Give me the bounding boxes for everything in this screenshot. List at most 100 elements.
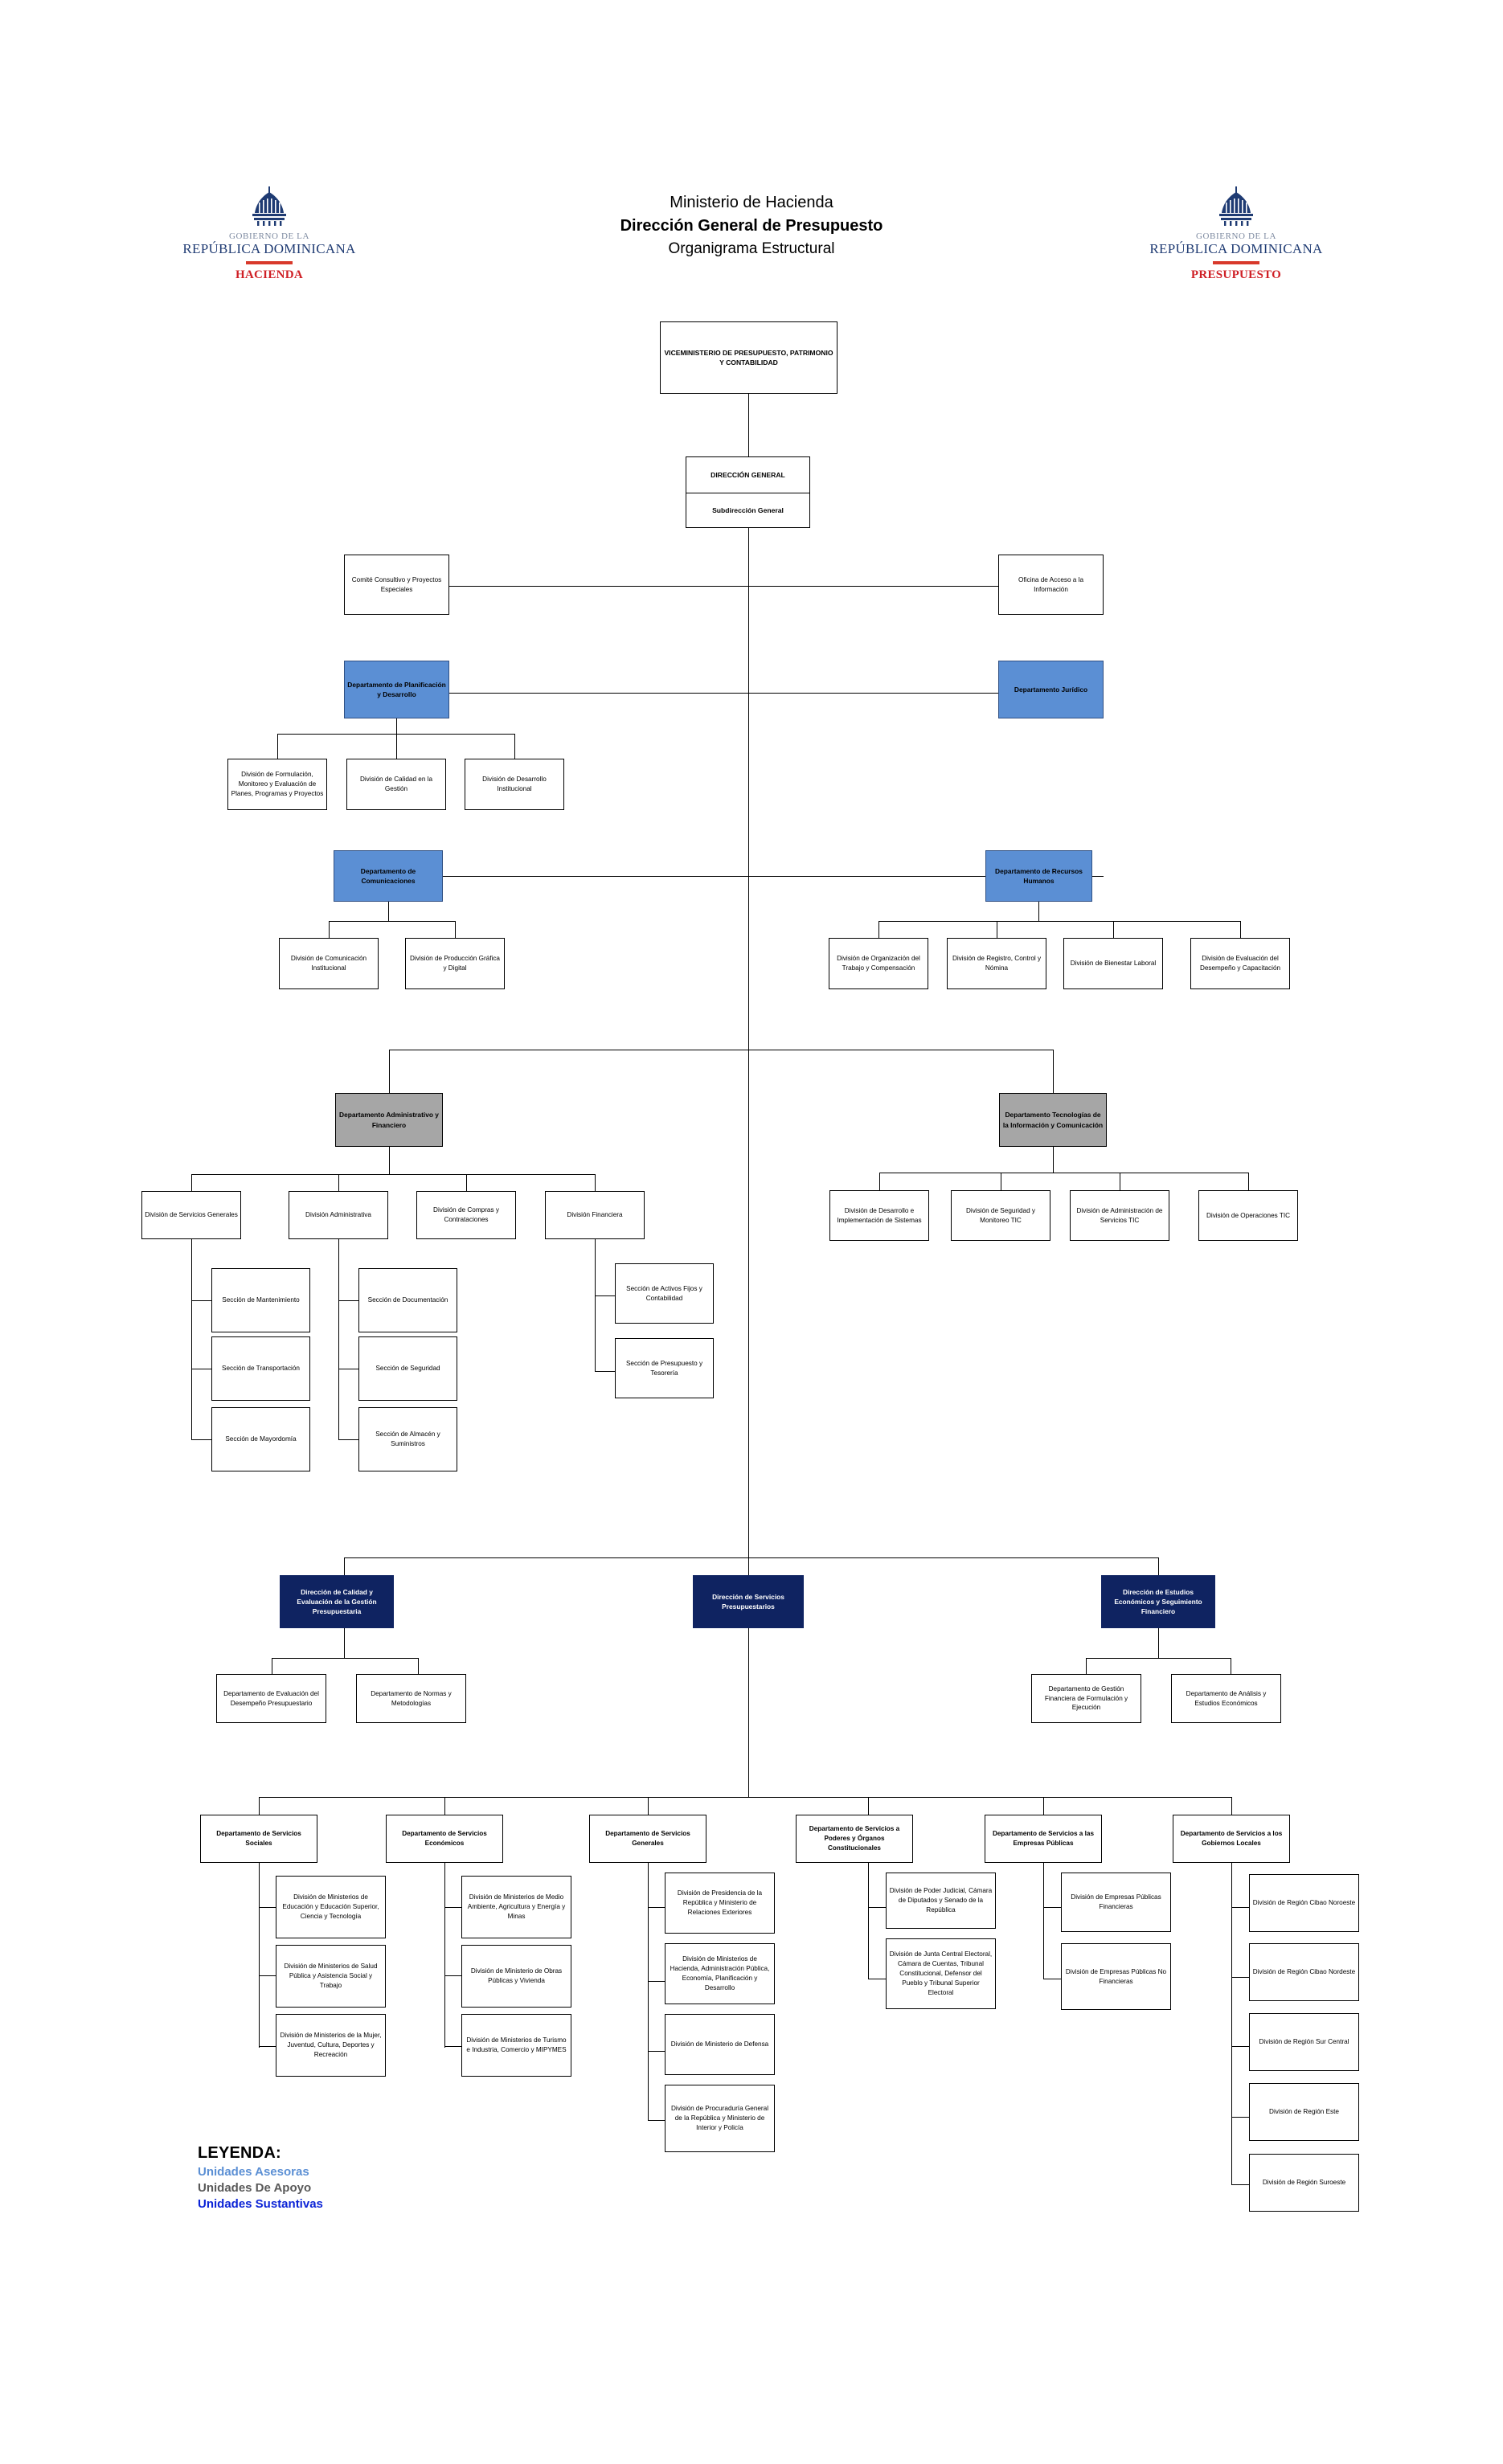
node-viceministerio[interactable]: VICEMINISTERIO DE PRESUPUESTO, PATRIMONI… [660,321,838,394]
node-departamento-normas-metodologias[interactable]: Departamento de Normas y Metodologías [356,1674,466,1723]
node-division-financiera[interactable]: División Financiera [545,1191,645,1239]
node-division-region-cibao-nordeste[interactable]: División de Región Cibao Nordeste [1249,1943,1359,2001]
node-division-registro-control[interactable]: División de Registro, Control y Nómina [947,938,1046,989]
node-label: División de Comunicación Institucional [290,955,367,972]
node-departamento-comunicaciones[interactable]: Departamento de Comunicaciones [334,850,443,902]
node-departamento-gestion-financiera[interactable]: Departamento de Gestión Financiera de Fo… [1031,1674,1141,1723]
connector [259,1907,276,1909]
node-departamento-analisis-estudios[interactable]: Departamento de Análisis y Estudios Econ… [1171,1674,1281,1723]
node-label: División de Región Sur Central [1259,2038,1349,2046]
node-direccion-calidad[interactable]: Dirección de Calidad y Evaluación de la … [280,1575,394,1628]
connector [868,1797,870,1815]
connector [1240,921,1242,938]
node-division-calidad-gestion[interactable]: División de Calidad en la Gestión [346,759,446,810]
node-division-region-suroeste[interactable]: División de Región Suroeste [1249,2154,1359,2212]
node-departamento-servicios-poderes[interactable]: Departamento de Servicios a Poderes y Ór… [796,1815,913,1863]
node-label: División de Ministerios de Educación y E… [282,1893,379,1920]
node-departamento-servicios-gobiernos[interactable]: Departamento de Servicios a los Gobierno… [1173,1815,1290,1863]
logo-hacienda: GOBIERNO DE LA REPÚBLICA DOMINICANA HACI… [173,186,366,282]
node-subdireccion-general[interactable]: Subdirección General [686,493,810,528]
node-division-region-cibao-noroeste[interactable]: División de Región Cibao Noroeste [1249,1874,1359,1932]
node-division-junta-central-electoral[interactable]: División de Junta Central Electoral, Cám… [886,1938,996,2009]
node-division-comunicacion-institucional[interactable]: División de Comunicación Institucional [279,938,379,989]
node-division-bienestar-laboral[interactable]: División de Bienestar Laboral [1063,938,1163,989]
node-comite-consultivo[interactable]: Comité Consultivo y Proyectos Especiales [344,555,449,615]
node-seccion-documentacion[interactable]: Sección de Documentación [358,1268,457,1332]
node-direccion-estudios-economicos[interactable]: Dirección de Estudios Económicos y Segui… [1101,1575,1215,1628]
node-division-operaciones-tic[interactable]: División de Operaciones TIC [1198,1190,1298,1241]
node-label: División de Bienestar Laboral [1070,960,1157,968]
node-division-ministerios-medio-ambiente[interactable]: División de Ministerios de Medio Ambient… [461,1876,571,1938]
node-label: Departamento de Servicios Sociales [216,1830,301,1847]
connector [878,921,1240,923]
connector [259,1797,1231,1799]
node-departamento-juridico[interactable]: Departamento Jurídico [998,661,1104,718]
node-seccion-presupuesto-tesoreria[interactable]: Sección de Presupuesto y Tesorería [615,1338,714,1398]
node-division-empresas-publicas-no-financieras[interactable]: División de Empresas Públicas No Financi… [1061,1943,1171,2010]
node-division-admin-servicios-tic[interactable]: División de Administración de Servicios … [1070,1190,1169,1241]
node-departamento-recursos-humanos[interactable]: Departamento de Recursos Humanos [985,850,1092,902]
logo-gobierno-label: GOBIERNO DE LA [228,231,310,241]
connector [444,1863,446,2048]
node-seccion-transportacion[interactable]: Sección de Transportación [211,1336,310,1401]
node-division-presidencia[interactable]: División de Presidencia de la República … [665,1873,775,1934]
node-seccion-mantenimiento[interactable]: Sección de Mantenimiento [211,1268,310,1332]
node-division-region-este[interactable]: División de Región Este [1249,2083,1359,2141]
connector [1086,1658,1087,1674]
node-departamento-servicios-generales[interactable]: Departamento de Servicios Generales [589,1815,706,1863]
node-seccion-almacen[interactable]: Sección de Almacén y Suministros [358,1407,457,1471]
node-departamento-administrativo-financiero[interactable]: Departamento Administrativo y Financiero [335,1093,443,1147]
node-division-ministerio-obras-publicas[interactable]: División de Ministerio de Obras Públicas… [461,1945,571,2008]
logo-gobierno-label: GOBIERNO DE LA [1195,231,1277,241]
node-seccion-mayordomia[interactable]: Sección de Mayordomía [211,1407,310,1471]
node-division-formulacion[interactable]: División de Formulación, Monitoreo y Eva… [227,759,327,810]
connector [191,1174,595,1176]
node-label: División de Empresas Públicas Financiera… [1071,1893,1161,1910]
node-division-compras[interactable]: División de Compras y Contrataciones [416,1191,516,1239]
node-departamento-servicios-sociales[interactable]: Departamento de Servicios Sociales [200,1815,317,1863]
node-departamento-servicios-empresas[interactable]: Departamento de Servicios a las Empresas… [985,1815,1102,1863]
connector [648,1797,649,1815]
node-division-seguridad-tic[interactable]: División de Seguridad y Monitoreo TIC [951,1190,1050,1241]
node-division-ministerio-defensa[interactable]: División de Ministerio de Defensa [665,2014,775,2075]
node-departamento-evaluacion-desempeno-presupuestario[interactable]: Departamento de Evaluación del Desempeño… [216,1674,326,1723]
connector [466,1174,468,1191]
node-division-region-sur-central[interactable]: División de Región Sur Central [1249,2013,1359,2071]
node-division-ministerios-mujer[interactable]: División de Ministerios de la Mujer, Juv… [276,2014,386,2077]
node-division-ministerios-salud[interactable]: División de Ministerios de Salud Pública… [276,1945,386,2008]
node-division-ministerios-educacion[interactable]: División de Ministerios de Educación y E… [276,1876,386,1938]
node-oficina-acceso-informacion[interactable]: Oficina de Acceso a la Información [998,555,1104,615]
node-label: DIRECCIÓN GENERAL [711,470,785,479]
node-division-desarrollo-sistemas[interactable]: División de Desarrollo e Implementación … [829,1190,929,1241]
node-direccion-general[interactable]: DIRECCIÓN GENERAL [686,456,810,493]
connector [344,1557,1158,1559]
node-label: Sección de Almacén y Suministros [375,1431,440,1447]
node-departamento-tic[interactable]: Departamento Tecnologías de la Informaci… [999,1093,1107,1147]
node-division-organizacion-trabajo[interactable]: División de Organización del Trabajo y C… [829,938,928,989]
node-departamento-servicios-economicos[interactable]: Departamento de Servicios Económicos [386,1815,503,1863]
node-division-evaluacion-desempeno[interactable]: División de Evaluación del Desempeño y C… [1190,938,1290,989]
node-label: Oficina de Acceso a la Información [1018,575,1083,593]
connector [1158,1557,1160,1575]
connector [259,2046,276,2048]
node-division-poder-judicial[interactable]: División de Poder Judicial, Cámara de Di… [886,1873,996,1929]
node-division-empresas-publicas-financieras[interactable]: División de Empresas Públicas Financiera… [1061,1873,1171,1932]
node-label: División de Ministerios de Salud Pública… [284,1963,378,1989]
node-division-desarrollo-institucional[interactable]: División de Desarrollo Institucional [465,759,564,810]
node-label: Dirección de Estudios Económicos y Segui… [1114,1587,1202,1616]
node-direccion-servicios-presupuestarios[interactable]: Dirección de Servicios Presupuestarios [693,1575,804,1628]
node-departamento-planificacion[interactable]: Departamento de Planificación y Desarrol… [344,661,449,718]
node-division-administrativa[interactable]: División Administrativa [289,1191,388,1239]
node-label: División de Junta Central Electoral, Cám… [889,1950,993,1996]
node-label: División de Servicios Generales [145,1211,238,1219]
node-seccion-activos-fijos[interactable]: Sección de Activos Fijos y Contabilidad [615,1263,714,1324]
node-division-produccion-grafica[interactable]: División de Producción Gráfica y Digital [405,938,505,989]
connector [277,734,279,759]
node-division-ministerios-hacienda[interactable]: División de Ministerios de Hacienda, Adm… [665,1943,775,2004]
node-division-ministerios-turismo[interactable]: División de Ministerios de Turismo e Ind… [461,2014,571,2077]
node-division-servicios-generales[interactable]: División de Servicios Generales [141,1191,241,1239]
connector [868,1907,886,1909]
node-label: Sección de Transportación [222,1365,300,1373]
node-seccion-seguridad[interactable]: Sección de Seguridad [358,1336,457,1401]
node-division-procuraduria[interactable]: División de Procuraduría General de la R… [665,2085,775,2152]
